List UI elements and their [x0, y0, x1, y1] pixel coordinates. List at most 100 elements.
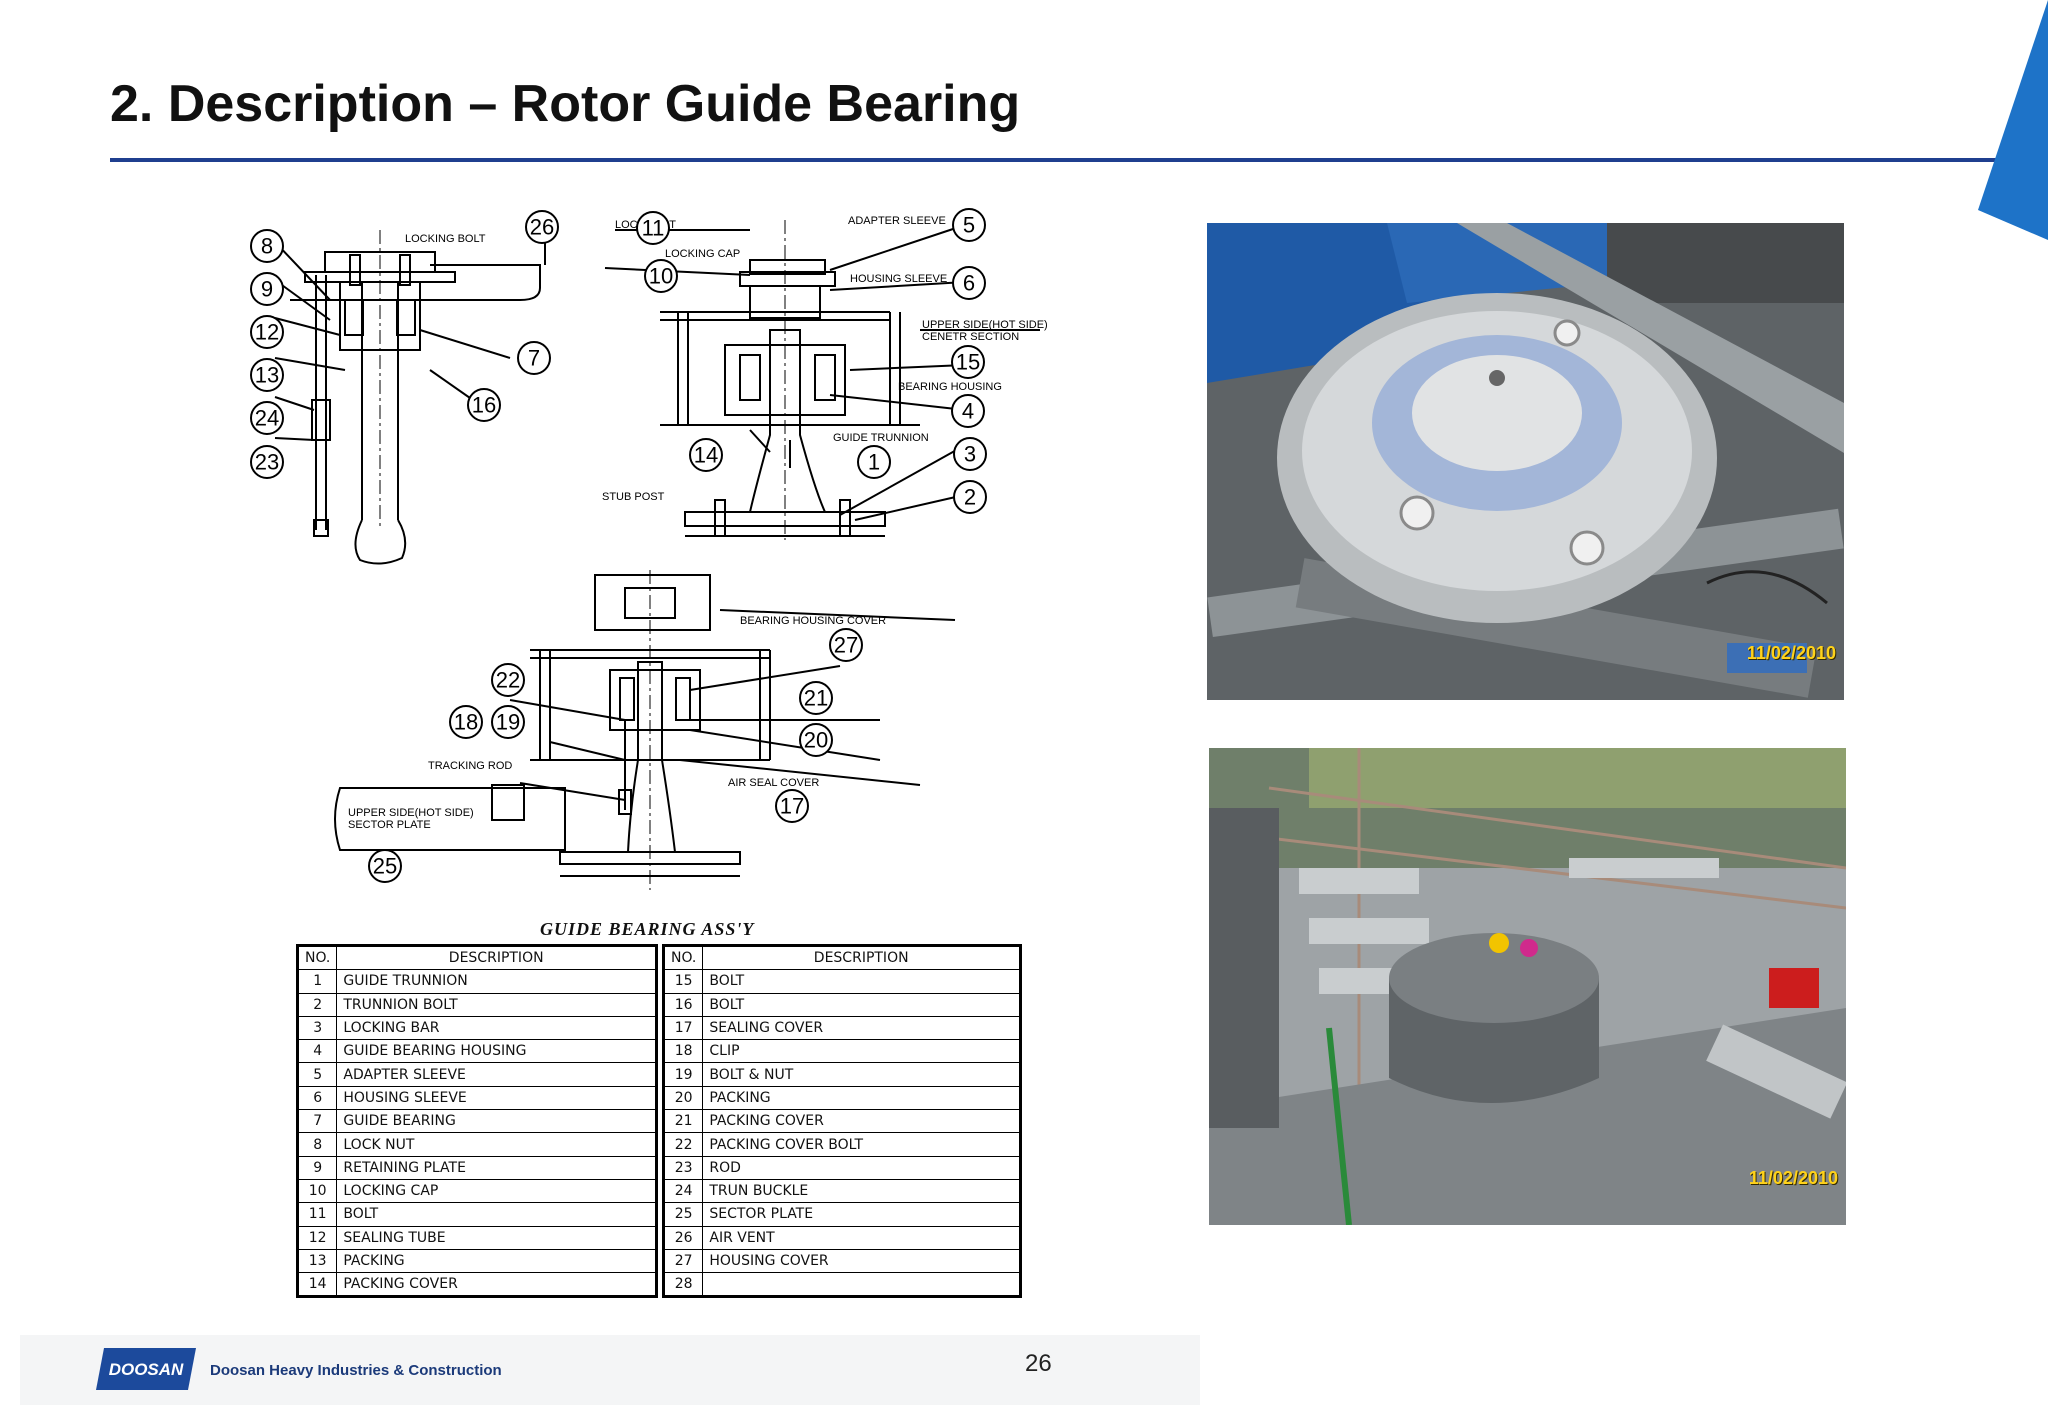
part-number: 5	[296, 1062, 338, 1087]
balloon-13: 13	[255, 363, 279, 388]
part-number: 14	[296, 1272, 338, 1298]
photo-bearing-housing-installed: 11/02/2010	[1209, 748, 1846, 1225]
balloon-20: 20	[804, 728, 828, 753]
label-tracking-rod: TRACKING ROD	[428, 760, 512, 772]
part-number: 12	[296, 1225, 338, 1250]
part-number: 23	[662, 1155, 704, 1180]
balloon-14: 14	[694, 443, 718, 468]
part-description: PACKING COVER	[702, 1109, 1021, 1134]
part-description: PACKING COVER BOLT	[702, 1132, 1021, 1157]
part-number: 10	[296, 1178, 338, 1204]
column-header-no: NO.	[662, 944, 704, 971]
label-adapter-sleeve: ADAPTER SLEEVE	[848, 215, 946, 227]
part-description: ADAPTER SLEEVE	[336, 1062, 657, 1087]
part-description: LOCKING CAP	[336, 1178, 657, 1204]
balloon-27: 27	[834, 633, 858, 658]
part-description: BOLT	[702, 992, 1021, 1017]
part-number: 8	[296, 1132, 338, 1157]
part-number: 7	[296, 1109, 338, 1134]
balloon-11: 11	[642, 216, 665, 241]
balloon-6: 6	[963, 271, 975, 296]
part-number: 4	[296, 1039, 338, 1064]
doosan-logo: DOOSAN	[96, 1348, 196, 1390]
part-number: 22	[662, 1132, 704, 1157]
logo-text: DOOSAN	[109, 1360, 184, 1379]
part-number: 26	[662, 1225, 704, 1250]
part-description: RETAINING PLATE	[336, 1155, 657, 1180]
part-description: GUIDE BEARING	[336, 1109, 657, 1134]
part-number: 24	[662, 1178, 704, 1204]
part-number: 2	[296, 992, 338, 1017]
balloon-21: 21	[804, 686, 828, 711]
part-description: PACKING COVER	[336, 1272, 657, 1298]
page-number: 26	[1025, 1350, 1052, 1377]
balloon-12: 12	[255, 320, 279, 345]
column-header-no: NO.	[296, 944, 338, 971]
label-air-seal-cover: AIR SEAL COVER	[728, 777, 819, 789]
part-number: 6	[296, 1085, 338, 1111]
balloon-17: 17	[780, 794, 804, 819]
part-number: 16	[662, 992, 704, 1017]
part-description: TRUN BUCKLE	[702, 1178, 1021, 1204]
balloon-23: 23	[255, 450, 279, 475]
balloon-4: 4	[962, 399, 974, 424]
balloon-2: 2	[964, 485, 976, 510]
part-description: BOLT & NUT	[702, 1062, 1021, 1087]
photo-bearing-housing-top-view: 11/02/2010	[1207, 223, 1844, 700]
part-number: 21	[662, 1109, 704, 1134]
label-sector-plate-1: UPPER SIDE(HOT SIDE)	[348, 807, 474, 819]
title-underline	[110, 158, 2010, 162]
balloon-1: 1	[868, 450, 880, 475]
balloon-8: 8	[261, 234, 273, 259]
part-number: 20	[662, 1085, 704, 1111]
part-number: 28	[662, 1272, 704, 1298]
label-bearing-housing: BEARING HOUSING	[898, 381, 1002, 393]
balloon-19: 19	[496, 710, 520, 735]
company-name: Doosan Heavy Industries & Construction	[210, 1362, 502, 1379]
part-description: PACKING	[336, 1248, 657, 1274]
table-row: 28	[662, 1272, 1021, 1298]
balloon-15: 15	[956, 350, 980, 375]
corner-accent	[1978, 0, 2048, 240]
part-number: 15	[662, 969, 704, 994]
part-description: BOLT	[702, 969, 1021, 994]
label-guide-trunnion: GUIDE TRUNNION	[833, 432, 929, 444]
label-upper-side-center-1: UPPER SIDE(HOT SIDE)	[922, 319, 1048, 331]
table-header-row: NO. DESCRIPTION	[296, 944, 657, 971]
balloon-10: 10	[649, 264, 673, 289]
part-description: PACKING	[702, 1085, 1021, 1111]
label-housing-sleeve: HOUSING SLEEVE	[850, 273, 947, 285]
footer-band	[20, 1335, 1200, 1405]
part-number: 9	[296, 1155, 338, 1180]
label-upper-side-center-2: CENETR SECTION	[922, 331, 1019, 343]
part-description: LOCKING BAR	[336, 1015, 657, 1041]
page-title: 2. Description – Rotor Guide Bearing	[110, 75, 1021, 133]
part-description: HOUSING SLEEVE	[336, 1085, 657, 1111]
part-description: SECTOR PLATE	[702, 1202, 1021, 1227]
part-number: 13	[296, 1248, 338, 1274]
guide-bearing-drawing: LOCKING BOLT LOCK BOLT LOCKING CAP ADAPT…	[250, 208, 1048, 890]
part-description	[702, 1272, 1021, 1298]
part-description: HOUSING COVER	[702, 1248, 1021, 1274]
part-number: 25	[662, 1202, 704, 1227]
assembly-title: GUIDE BEARING ASS'Y	[540, 919, 755, 939]
